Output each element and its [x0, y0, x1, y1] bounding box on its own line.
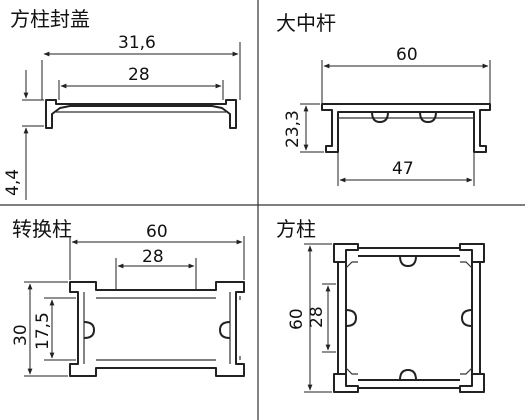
panel-square-post: 方柱 60 28 — [276, 217, 485, 393]
panel-title: 方柱封盖 — [10, 7, 90, 31]
post-profile — [69, 281, 245, 377]
panel-title: 转换柱 — [12, 217, 72, 241]
dimension-label: 60 — [146, 222, 168, 242]
panel-mid-rail: 大中杆 60 23,3 47 — [276, 11, 491, 186]
panel-title: 方柱 — [276, 217, 316, 241]
dimension-label: 30 — [11, 324, 31, 346]
post-groove — [83, 321, 95, 339]
square-post-groove — [399, 369, 417, 381]
dimension-label: 47 — [392, 159, 414, 179]
dimension-label: 4,4 — [3, 169, 23, 196]
dimension-label: 17,5 — [33, 312, 53, 350]
rail-groove — [419, 111, 437, 123]
cover-profile — [45, 99, 237, 129]
square-post-outer — [333, 373, 359, 393]
square-post-corner — [345, 261, 473, 375]
dimension-label: 28 — [142, 247, 164, 267]
square-post-wall-left — [337, 262, 347, 374]
square-post-outer — [459, 243, 485, 263]
dimension-label: 60 — [396, 45, 418, 65]
rail-groove — [371, 111, 389, 123]
post-groove — [219, 321, 231, 339]
square-post-groove — [345, 309, 357, 327]
square-post-wall-bottom — [358, 379, 460, 389]
dimension-label: 28 — [128, 65, 150, 85]
square-post-wall-top — [358, 247, 460, 257]
panel-transition-post: 转换柱 60 28 30 17,5 — [11, 217, 245, 377]
dimension-label: 23,3 — [283, 110, 303, 148]
square-post-outer — [459, 373, 485, 393]
square-post-groove — [399, 255, 417, 267]
dimension-label: 31,6 — [118, 33, 156, 53]
panel-cover-cap: 方柱封盖 31,6 28 4,4 — [3, 7, 241, 200]
dimension-label: 60 — [287, 308, 307, 330]
square-post-outer — [333, 243, 359, 263]
post-inner-line — [83, 292, 231, 364]
square-post-wall-right — [471, 262, 481, 374]
rail-profile — [321, 103, 491, 153]
square-post-groove — [461, 309, 473, 327]
dimension-label: 28 — [307, 306, 327, 328]
panel-title: 大中杆 — [276, 11, 336, 35]
post-inner-line — [96, 297, 216, 361]
